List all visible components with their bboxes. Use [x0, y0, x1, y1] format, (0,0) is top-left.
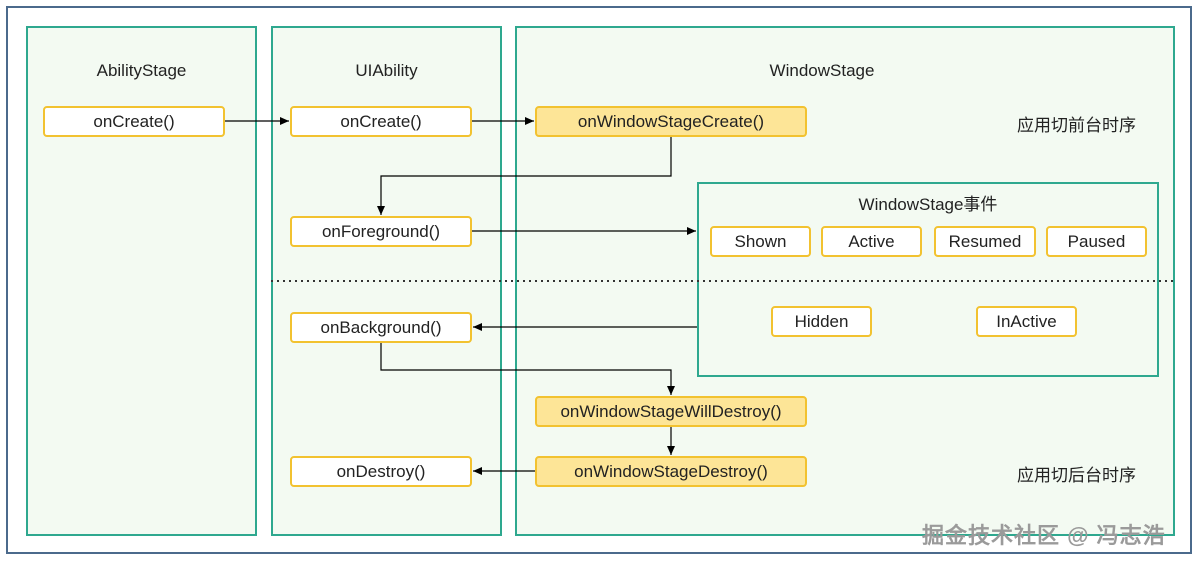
- watermark: 掘金技术社区 @ 冯志浩: [922, 523, 1166, 548]
- event-shown-node: Shown: [710, 226, 811, 257]
- events-panel-title: WindowStage事件: [858, 195, 998, 214]
- event-paused-node: Paused: [1046, 226, 1147, 257]
- event-active-node: Active: [821, 226, 922, 257]
- window-stage-events-panel: [697, 182, 1159, 377]
- ability-stage-on-create-node: onCreate(): [43, 106, 225, 137]
- event-resumed-node: Resumed: [934, 226, 1036, 257]
- background-sequence-label: 应用切后台时序: [1017, 466, 1136, 485]
- event-hidden-node: Hidden: [771, 306, 872, 337]
- on-window-stage-destroy-node: onWindowStageDestroy(): [535, 456, 807, 487]
- ability-stage-column: [26, 26, 257, 536]
- ui-ability-title: UIAbility: [355, 61, 418, 80]
- on-window-stage-create-node: onWindowStageCreate(): [535, 106, 807, 137]
- event-inactive-node: InActive: [976, 306, 1077, 337]
- window-stage-title: WindowStage: [769, 61, 875, 80]
- on-window-stage-will-destroy-node: onWindowStageWillDestroy(): [535, 396, 807, 427]
- ui-ability-on-create-node: onCreate(): [290, 106, 472, 137]
- on-foreground-node: onForeground(): [290, 216, 472, 247]
- on-destroy-node: onDestroy(): [290, 456, 472, 487]
- on-background-node: onBackground(): [290, 312, 472, 343]
- ability-stage-title: AbilityStage: [96, 61, 187, 80]
- foreground-sequence-label: 应用切前台时序: [1017, 116, 1136, 135]
